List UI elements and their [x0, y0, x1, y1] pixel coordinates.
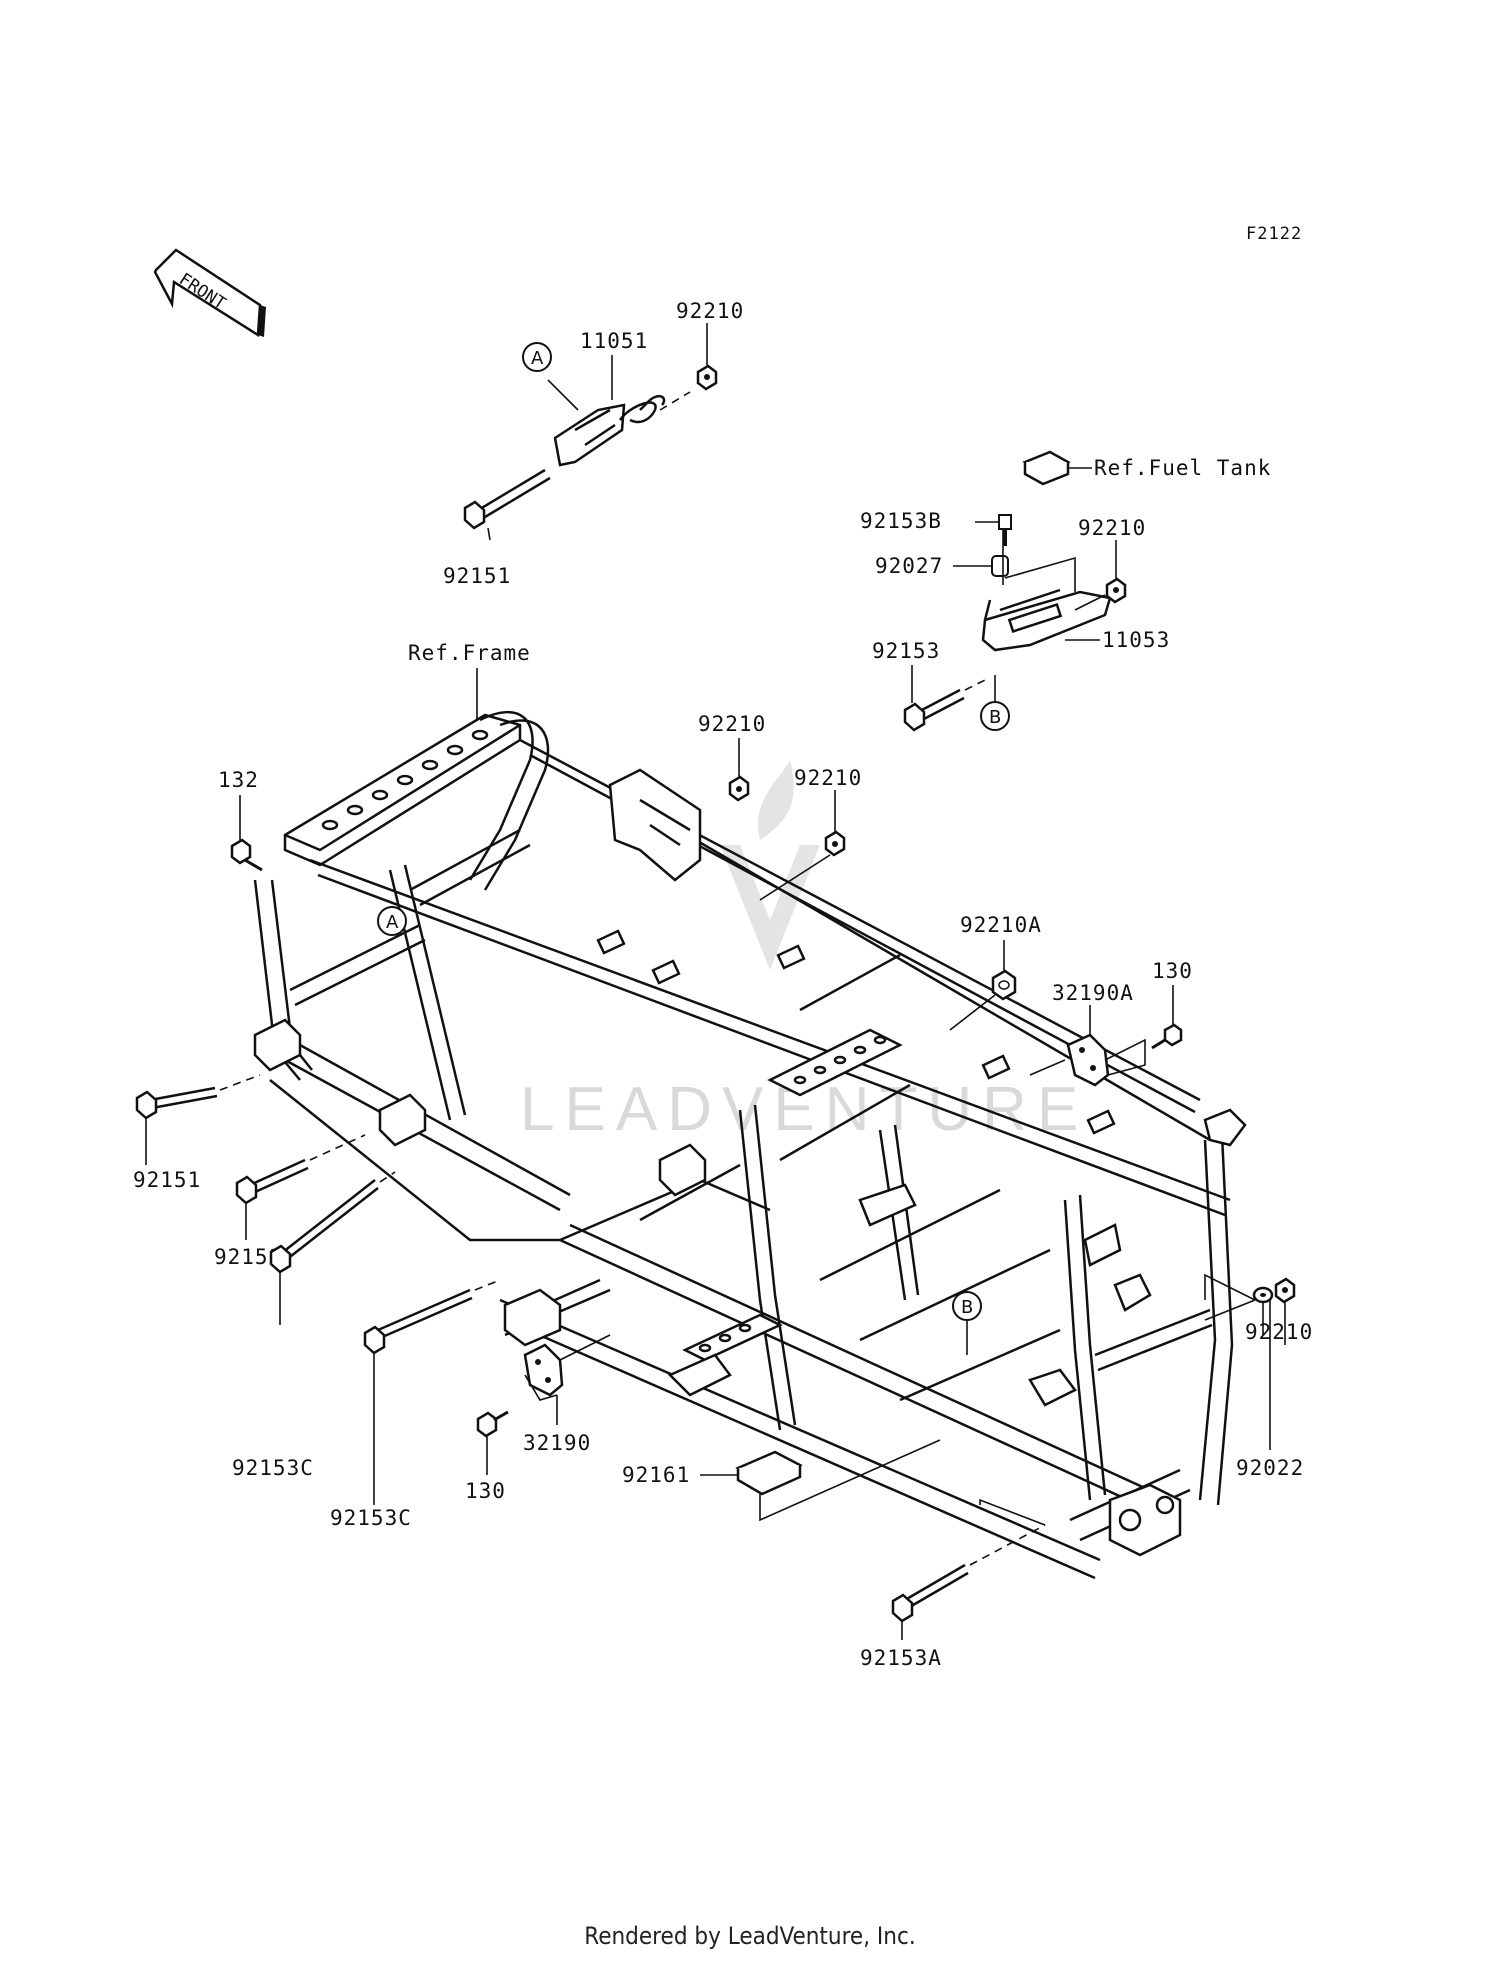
bolt-92153C-shaft1 [283, 1253, 378, 1340]
bolt-92153C-a [285, 1255, 380, 1340]
nut-92210-mid1 [728, 775, 750, 802]
label-92151-top: 92151 [443, 564, 511, 588]
label-11053: 11053 [1102, 628, 1170, 652]
label-92210-mid2: 92210 [794, 766, 862, 790]
label-130-bottom: 130 [465, 1479, 506, 1503]
bolt-92153C-long1 [282, 1255, 378, 1340]
nut-92210A [991, 969, 1017, 1001]
bracket-11053 [981, 588, 1112, 652]
bolt-92153C-shape-2 [363, 1279, 501, 1355]
label-92153: 92153 [872, 639, 940, 663]
callout-b-frame: B [952, 1291, 982, 1355]
bolt-130-bottom [476, 1410, 509, 1438]
label-92022: 92022 [1236, 1456, 1304, 1480]
label-130-right: 130 [1152, 959, 1193, 983]
callout-a-top: A [522, 342, 552, 372]
label-11051: 11051 [580, 329, 648, 353]
bolt-92153C-line-1 [280, 1255, 376, 1340]
bolt-92153 [903, 679, 986, 732]
callout-b-top-letter: B [989, 707, 1001, 728]
label-92151-left1: 92151 [133, 1168, 201, 1192]
nut-92210-right [1105, 577, 1127, 604]
label-92210-mid1: 92210 [698, 712, 766, 736]
label-92153C-1: 92153C [232, 1456, 314, 1480]
bolt-92151-top [463, 468, 551, 530]
front-arrow-icon: FRONT [153, 248, 266, 338]
callout-a-top-letter: A [531, 348, 544, 369]
bolt-92153C-visible-1 [283, 1263, 375, 1342]
label-ref-frame: Ref.Frame [408, 641, 531, 665]
bolt-92153C-1-drawn [283, 1250, 375, 1340]
bolt-92151-left2 [235, 1134, 366, 1205]
main-frame [253, 710, 1234, 1580]
bracket-11051 [553, 394, 666, 467]
nut-92210-mid2 [824, 830, 846, 857]
label-32190: 32190 [523, 1431, 591, 1455]
diagram-code: F2122 [1246, 224, 1302, 244]
label-92210-lowright: 92210 [1245, 1320, 1313, 1344]
bolt-92153C-final-1 [285, 1185, 372, 1256]
label-92210-right: 92210 [1078, 516, 1146, 540]
bracket-32190 [523, 1343, 564, 1397]
label-92153B: 92153B [860, 509, 942, 533]
label-92027: 92027 [875, 554, 943, 578]
label-92161: 92161 [622, 1463, 690, 1487]
label-ref-fuel-tank: Ref.Fuel Tank [1094, 456, 1271, 480]
nut-92210-top [696, 364, 718, 391]
collar-92027 [991, 555, 1009, 577]
bolt-92153A [891, 1524, 1046, 1623]
bolt-92153C-upper [282, 1185, 375, 1262]
label-92210A: 92210A [960, 913, 1042, 937]
callout-b-top: B [980, 701, 1010, 731]
bolt-92153B [998, 514, 1012, 546]
callout-a-frame: A [377, 906, 407, 936]
label-92153C-2: 92153C [330, 1506, 412, 1530]
fuel-tank-ref-pad [1022, 450, 1071, 486]
bolt-130-right [1151, 1023, 1183, 1050]
footer-text: Rendered by LeadVenture, Inc. [584, 1922, 916, 1950]
label-92210-top: 92210 [676, 299, 744, 323]
frame-brackets [253, 768, 1247, 1557]
nut-92210-lowright [1274, 1277, 1296, 1304]
label-92153A: 92153A [860, 1646, 942, 1670]
bolt-92151-left1 [135, 1074, 261, 1120]
washer-92022 [1252, 1286, 1274, 1304]
label-32190A: 32190A [1052, 981, 1134, 1005]
pad-92161 [735, 1450, 803, 1496]
leader-lines-top [487, 323, 708, 541]
callout-a-frame-letter: A [386, 912, 399, 933]
bolt-132 [230, 838, 263, 872]
callout-b-frame-letter: B [961, 1297, 973, 1318]
bolt-92153C-draw-1 [285, 1255, 376, 1340]
label-132: 132 [218, 768, 259, 792]
bolt-92153C-shape-1 [269, 1171, 396, 1274]
